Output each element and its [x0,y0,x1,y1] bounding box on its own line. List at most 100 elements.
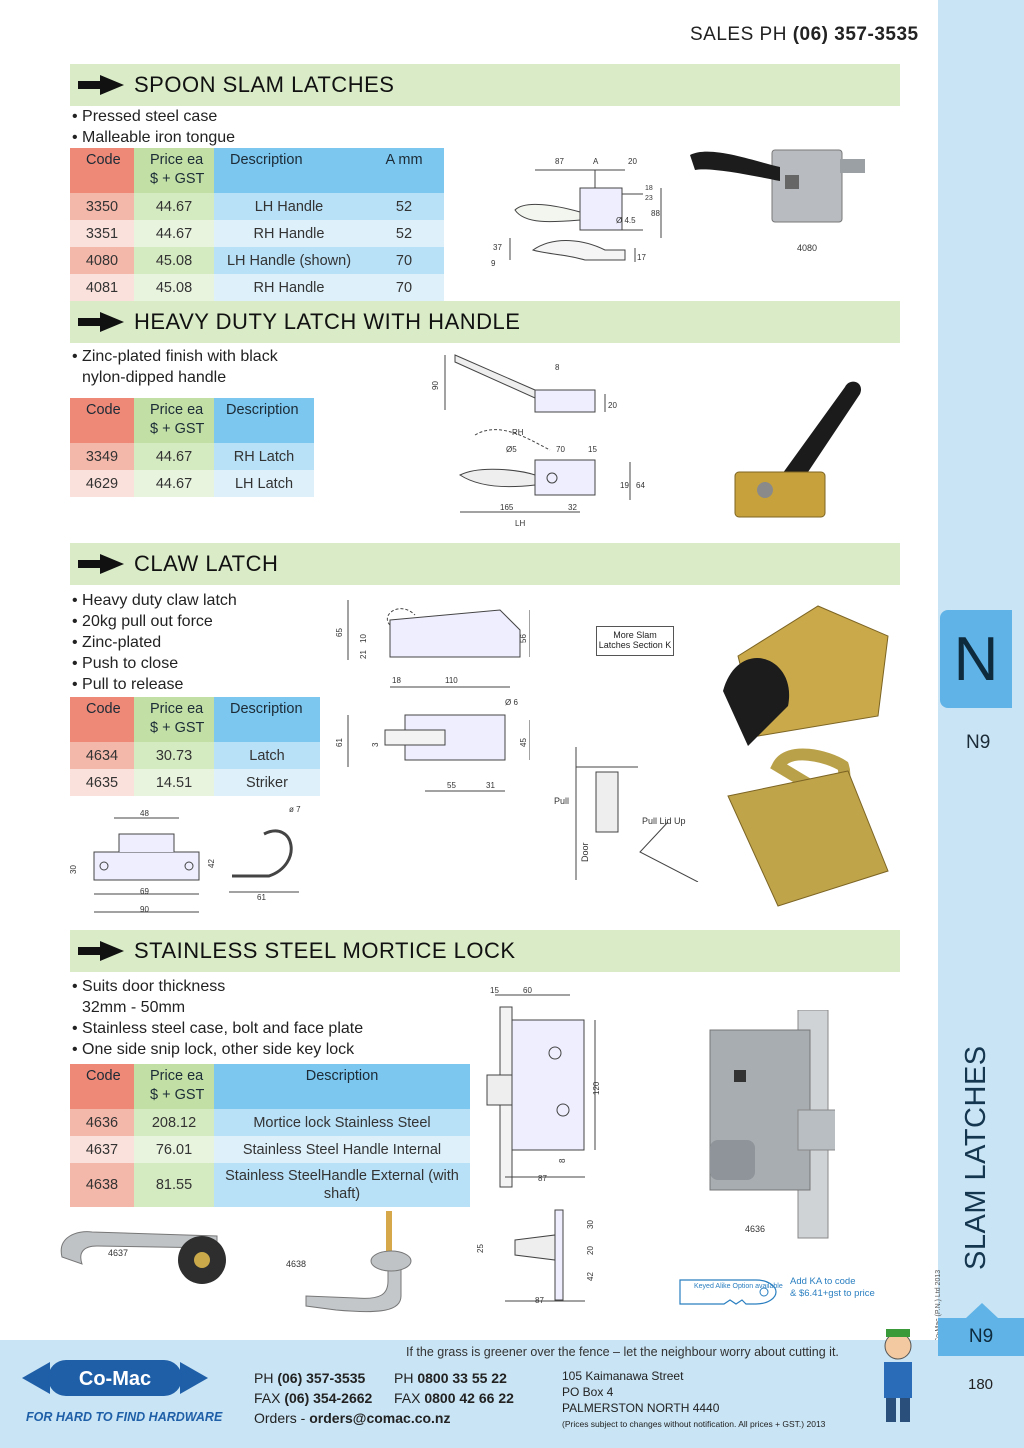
dim-label: 20 [586,1246,595,1255]
ka-note-line: & $6.41+gst to price [790,1288,875,1299]
section-title: HEAVY DUTY LATCH WITH HANDLE [134,309,521,334]
heavy-latch-drawing: 90 8 20 RH Ø5 70 15 19 64 165 32 LH [431,354,645,528]
dim-label: 87 [535,1296,544,1305]
price-table-heavy: Code Price ea $ + GST Description 3349 4… [70,398,314,497]
dim-label: 61 [257,893,266,902]
cell-code: 3349 [70,443,134,470]
claw-latch-drawing: 65 10 21 56 18 110 Ø 6 61 3 45 55 31 [335,600,530,792]
feature-item: • Stainless steel case, bolt and face pl… [72,1020,364,1037]
feature-item: • 20kg pull out force [72,613,213,630]
col-code: Code [70,1064,134,1109]
address-line: 105 Kaimanawa Street [562,1369,684,1383]
cell-desc: Stainless SteelHandle External (with sha… [214,1163,470,1207]
address-line: PO Box 4 [562,1385,614,1399]
spoon-latch-photo [690,149,865,223]
cell-desc: LH Handle [214,193,364,220]
cell-a: 70 [364,247,444,274]
table-row: 4636 208.12 Mortice lock Stainless Steel [70,1109,470,1136]
cell-a: 52 [364,193,444,220]
dim-label: Ø 6 [505,698,518,707]
dim-label: 70 [556,445,565,454]
col-description: Description [214,697,320,742]
col-price: Price ea $ + GST [134,398,214,443]
spoon-latch-drawing: 87 A 20 23 18 88 Ø 4.5 9 37 17 [491,157,662,268]
dim-label: 20 [628,157,637,166]
feature-item: • Pressed steel case [72,108,218,125]
tagline: If the grass is greener over the fence –… [406,1345,839,1359]
freephone[interactable]: 0800 33 55 22 [417,1370,507,1386]
table-row: 4080 45.08 LH Handle (shown) 70 [70,247,444,274]
page-code-notch [966,1303,998,1318]
feature-item: • Zinc-plated [72,634,162,651]
dim-label: 87 [555,157,564,166]
logo-slogan: FOR HARD TO FIND HARDWARE [26,1410,223,1424]
feature-item: • Heavy duty claw latch [72,592,237,609]
photo-label: 4637 [108,1248,129,1258]
sales-phone: (06) 357-3535 [792,24,919,45]
cell-price: 44.67 [134,470,214,497]
col-code: Code [70,398,134,443]
orders-email-link[interactable]: orders@comac.co.nz [309,1410,451,1426]
table-row: 3351 44.67 RH Handle 52 [70,220,444,247]
mascot-figure [884,1329,912,1422]
section-title-vertical: SLAM LATCHES [960,1045,992,1270]
contact-block-1: PH (06) 357-3535 FAX (06) 354-2662 Order… [254,1368,451,1428]
dim-label: 30 [586,1220,595,1229]
section-title: STAINLESS STEEL MORTICE LOCK [134,938,516,963]
logo-text: Co-Mac [79,1368,151,1390]
phone[interactable]: (06) 357-3535 [277,1370,366,1386]
feature-item: 32mm - 50mm [82,999,186,1016]
col-price: Price ea $ + GST [134,1064,214,1109]
dim-label: 37 [493,243,502,252]
dim-label: 42 [586,1272,595,1281]
cell-price: 76.01 [134,1136,214,1163]
dim-label: 19 [620,481,629,490]
price-table-claw: Code Price ea $ + GST Description 4634 3… [70,697,320,796]
dim-label: 87 [538,1174,547,1183]
dim-label: LH [515,519,525,528]
dim-label: 8 [558,1158,567,1163]
feature-list: • Zinc-plated finish with black nylon-di… [72,346,278,388]
section-letter-tab: N [940,610,1012,708]
feature-list: • Suits door thickness 32mm - 50mm • Sta… [72,976,363,1060]
dim-label: 18 [392,676,401,685]
cell-price: 30.73 [134,742,214,769]
cell-code: 4634 [70,742,134,769]
dim-label: 90 [140,905,149,914]
table-row: 4635 14.51 Striker [70,769,320,796]
dim-label: 10 [359,634,368,643]
dim-label: ø 7 [289,805,301,814]
contact-block-2: PH 0800 33 55 22 FAX 0800 42 66 22 [394,1368,514,1408]
feature-item: • One side snip lock, other side key loc… [72,1041,355,1058]
more-latches-note: More Slam Latches Section K [596,626,674,656]
cell-price: 45.08 [134,247,214,274]
dim-label: 61 [335,738,344,747]
col-price: Price ea $ + GST [134,148,214,193]
dim-label: 25 [476,1244,485,1253]
col-description: Description [214,1064,470,1109]
feature-item: • Malleable iron tongue [72,129,236,146]
cell-desc: Striker [214,769,320,796]
dim-label: 120 [592,1081,601,1095]
internal-handle-photo [60,1231,226,1284]
cell-desc: RH Latch [214,443,314,470]
cell-code: 3350 [70,193,134,220]
striker-drawing: 48 ø 7 30 42 69 90 61 [69,805,301,914]
feature-list: • Heavy duty claw latch • 20kg pull out … [72,590,237,695]
keyed-alike-note: Add KA to code & $6.41+gst to price [790,1276,875,1300]
cell-a: 70 [364,274,444,301]
cell-desc: RH Handle [214,220,364,247]
table-row: 4637 76.01 Stainless Steel Handle Intern… [70,1136,470,1163]
label: PH [394,1370,414,1386]
dim-label: 17 [637,253,646,262]
cell-code: 4629 [70,470,134,497]
address-line: PALMERSTON NORTH 4440 [562,1401,720,1415]
dim-label: 23 [645,195,653,202]
table-row: 4638 81.55 Stainless SteelHandle Externa… [70,1163,470,1207]
section-header-mortice: STAINLESS STEEL MORTICE LOCK [70,930,900,972]
dim-label: 60 [523,986,532,995]
dim-label: 69 [140,887,149,896]
feature-item: • Pull to release [72,676,184,693]
cell-price: 44.67 [134,443,214,470]
dim-label: 110 [445,676,458,685]
